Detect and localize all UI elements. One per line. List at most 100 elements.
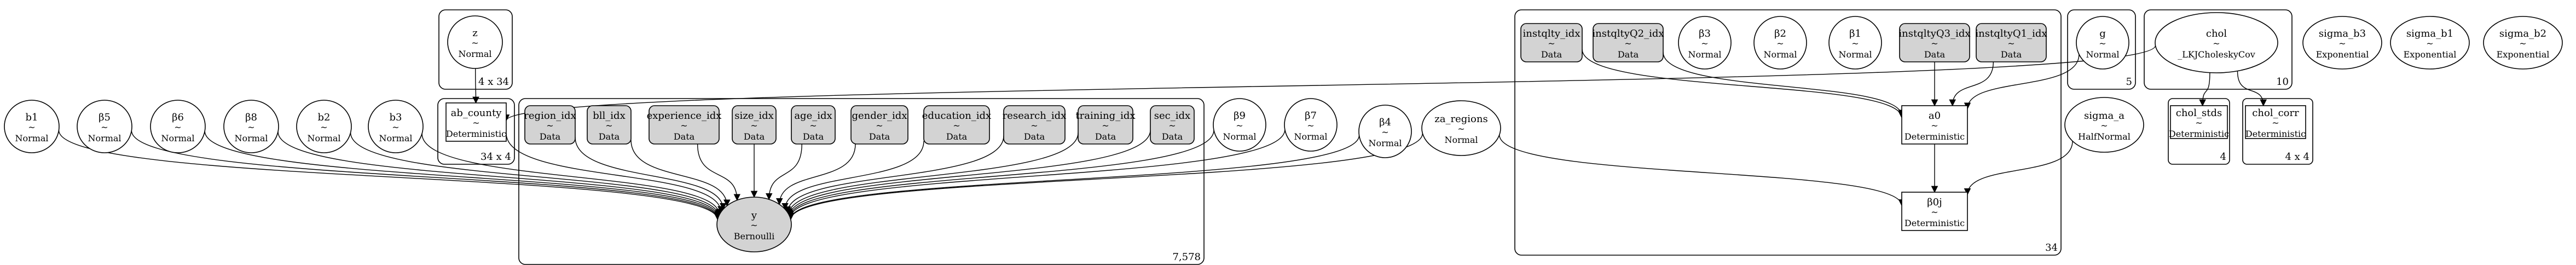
- node-shape: [77, 100, 132, 153]
- node-name: research_idx: [1003, 110, 1067, 122]
- node-sep: ~: [809, 120, 817, 131]
- node-name: education_idx: [922, 110, 991, 122]
- node-name: experience_idx: [647, 110, 722, 122]
- node-y: y~Bernoulli: [716, 197, 792, 252]
- node-dist: Normal: [458, 49, 491, 59]
- node-region-idx: region_idx~Data: [524, 105, 576, 145]
- node-dist: Bernoulli: [734, 231, 774, 241]
- node-sep: ~: [1624, 38, 1631, 49]
- plate-p-7578: 7,578: [518, 98, 1205, 265]
- node-chol-corr: chol_corr~Deterministic: [2245, 105, 2306, 139]
- node-name: β2: [1774, 28, 1786, 39]
- node-sep: ~: [1931, 120, 1938, 131]
- node-sep: ~: [2195, 118, 2202, 128]
- node-shape: [1976, 23, 2047, 62]
- node-name: chol_corr: [2252, 107, 2299, 119]
- edge-za-regions-to-y: [787, 133, 1423, 221]
- node-name: sigma_b1: [2406, 28, 2453, 39]
- node-sep: ~: [472, 118, 479, 128]
- node-shape: [1899, 23, 1970, 62]
- node-shape: [2483, 16, 2563, 70]
- node-sep: ~: [953, 120, 960, 131]
- node-instqltyQ2-idx: instqltyQ2_idx~Data: [1592, 23, 1664, 62]
- node-sep: ~: [1457, 124, 1464, 134]
- node-dist: Data: [599, 131, 620, 142]
- node-shape: [445, 102, 507, 142]
- node-sep: ~: [605, 120, 612, 131]
- node-sec-idx: sec_idx~Data: [1150, 105, 1195, 145]
- plate-border: [2242, 98, 2313, 165]
- node-dist: _LKJCholeskyCov: [2178, 49, 2255, 60]
- edge-ab-county-to-y: [506, 133, 725, 213]
- node-za-regions: za_regions~Normal: [1421, 100, 1501, 156]
- node-shape: [2064, 97, 2144, 153]
- edge-bll-idx-to-y: [630, 140, 731, 207]
- node-name: β5: [99, 112, 111, 123]
- node-beta1: β1~Normal: [1828, 16, 1882, 70]
- plate-p-10: 10: [2144, 9, 2293, 90]
- node-name: sigma_b3: [2319, 28, 2366, 39]
- node-b6: β6~Normal: [150, 100, 206, 153]
- node-sep: ~: [680, 120, 687, 131]
- node-shape: [296, 100, 352, 153]
- edge-b8-to-y: [277, 131, 722, 218]
- node-sep: ~: [1236, 120, 1243, 131]
- plate-label: 4: [2220, 151, 2226, 163]
- node-research-idx: research_idx~Data: [1003, 105, 1067, 145]
- node-name: β7: [1305, 110, 1317, 122]
- node-name: β1: [1849, 28, 1861, 39]
- node-dist: Normal: [234, 133, 268, 143]
- node-dist: Data: [869, 131, 890, 142]
- node-b3: b3~Normal: [368, 100, 424, 153]
- edge-experience-idx-to-y: [697, 143, 741, 201]
- node-shape: [587, 105, 632, 145]
- plate-border: [2168, 98, 2230, 165]
- node-b7: β7~Normal: [1284, 98, 1338, 152]
- node-sep: ~: [1031, 120, 1038, 131]
- node-shape: [791, 105, 836, 145]
- plate-label: 7,578: [1172, 251, 1201, 263]
- node-dist: Data: [1541, 49, 1562, 60]
- node-sep: ~: [2099, 38, 2106, 49]
- node-shape: [1078, 105, 1133, 145]
- node-name: training_idx: [1075, 110, 1135, 122]
- edge-research-idx-to-y: [784, 135, 1004, 214]
- node-name: β9: [1234, 110, 1246, 122]
- node-dist: Normal: [2086, 49, 2119, 60]
- node-dist: Data: [1162, 131, 1183, 142]
- node-dist: Normal: [88, 133, 121, 143]
- node-shape: [4, 100, 60, 153]
- node-b4: β4~Normal: [1358, 105, 1412, 158]
- node-shape: [649, 105, 720, 145]
- node-a0: a0~Deterministic: [1901, 105, 1968, 145]
- node-shape: [223, 100, 279, 153]
- node-dist: Deterministic: [2245, 129, 2306, 139]
- edge-b9-to-y: [786, 130, 1214, 218]
- node-ab-county: ab_county~Deterministic: [445, 102, 507, 142]
- node-shape: [1593, 23, 1664, 62]
- node-name: sigma_b2: [2499, 28, 2546, 39]
- node-sep: ~: [320, 122, 327, 132]
- node-sigma-b3: sigma_b3~Exponential: [2302, 16, 2382, 70]
- node-shape: [2170, 105, 2228, 139]
- node-shape: [1828, 16, 1882, 70]
- node-training-idx: training_idx~Data: [1075, 105, 1136, 145]
- node-dist: Exponential: [2404, 49, 2457, 60]
- node-dist: Data: [2001, 49, 2022, 60]
- plate-p-34: 34: [1514, 9, 2062, 256]
- node-shape: [1003, 105, 1066, 145]
- node-name: chol: [2206, 28, 2227, 39]
- edge-instqltyQ1-idx-to-a0: [1949, 61, 1994, 107]
- edge-b4-to-y: [787, 135, 1360, 220]
- edge-education-idx-to-y: [782, 141, 924, 210]
- node-dist: Data: [1024, 131, 1045, 142]
- plate-p-4x4: 4 x 4: [2242, 98, 2313, 165]
- node-name: sigma_a: [2084, 110, 2125, 122]
- edge-g-to-a0: [1964, 54, 2080, 110]
- node-shape: [1901, 105, 1968, 145]
- node-dist: Data: [1618, 49, 1639, 60]
- plate-label: 4 x 4: [2285, 151, 2310, 163]
- node-name: y: [751, 210, 757, 221]
- node-sep: ~: [101, 122, 108, 132]
